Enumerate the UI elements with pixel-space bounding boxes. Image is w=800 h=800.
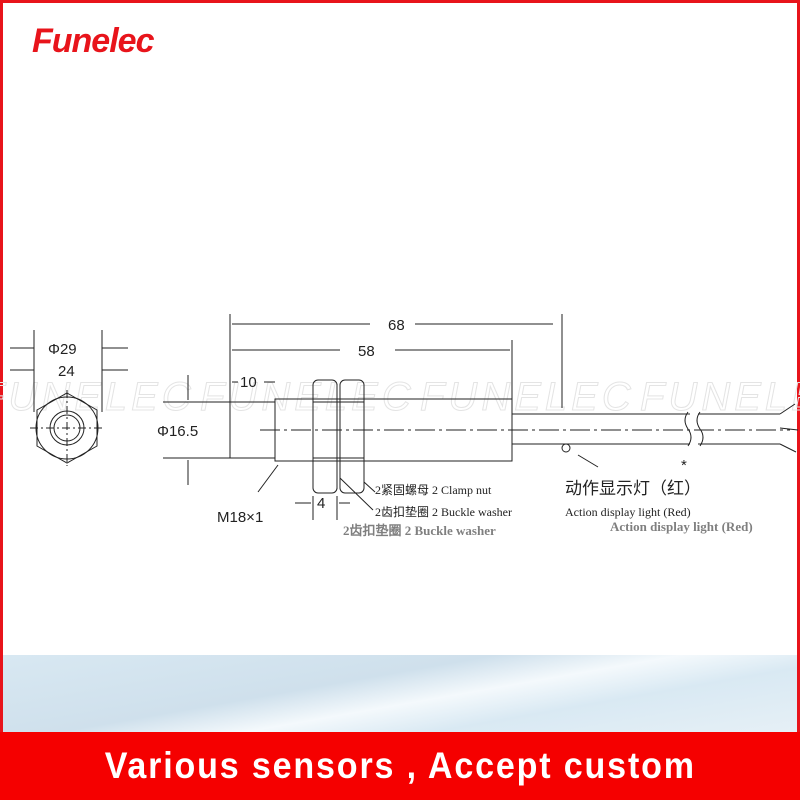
dim-nut-width: 4 — [317, 495, 325, 512]
dim-hex-corners: Φ29 — [48, 341, 77, 358]
watermark: FUNELEC FUNELEC FUNELEC FUNELEC — [0, 375, 800, 420]
promo-banner: Various sensors , Accept custom — [0, 732, 800, 800]
end-view — [10, 330, 128, 466]
brand-logo: Funelec — [32, 22, 154, 60]
label-indicator-en: Action display light (Red) — [565, 505, 691, 519]
dim-hex-flats: 24 — [58, 363, 75, 380]
dim-body-length: 58 — [358, 343, 375, 360]
label-clamp-nut: 2紧固螺母 2 Clamp nut — [375, 483, 492, 497]
dim-overall-length: 68 — [388, 317, 405, 334]
label-indicator-cn: 动作显示灯（红） — [565, 479, 701, 499]
dim-front-length: 10 — [240, 374, 257, 391]
ghost-label-washer: 2齿扣垫圈 2 Buckle washer — [343, 523, 496, 538]
ghost-label-indicator: Action display light (Red) — [610, 519, 753, 534]
dim-body-diameter: Φ16.5 — [157, 423, 198, 440]
side-view — [163, 314, 799, 520]
label-buckle-washer: 2齿扣垫圈 2 Buckle washer — [375, 504, 512, 519]
svg-text:FUNELEC: FUNELEC — [0, 375, 195, 419]
svg-text:FUNELEC: FUNELEC — [420, 375, 635, 419]
banner-text: Various sensors , Accept custom — [104, 745, 696, 786]
background-gradient — [3, 655, 797, 733]
dim-thread: M18×1 — [217, 509, 263, 526]
asterisk: * — [681, 457, 687, 474]
svg-text:FUNELEC: FUNELEC — [640, 375, 800, 419]
